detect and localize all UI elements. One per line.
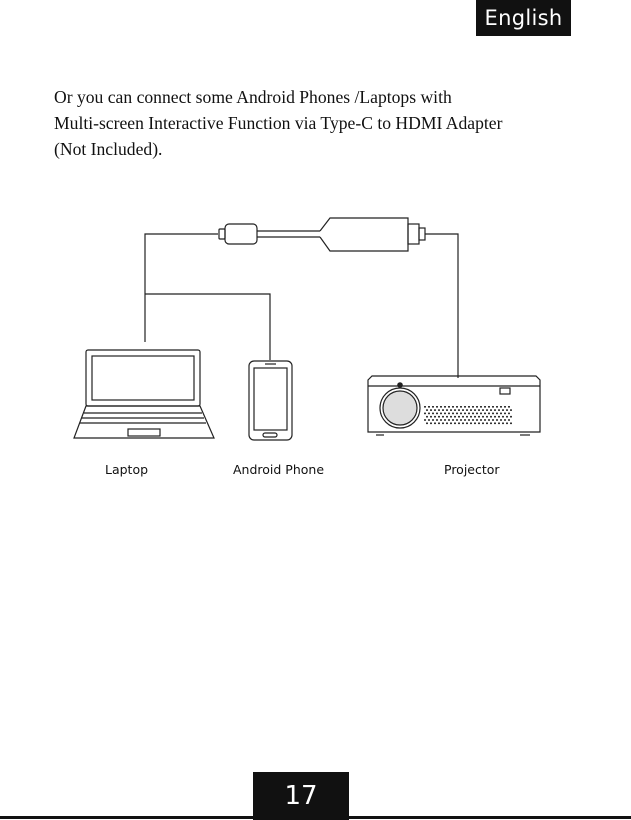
intro-line-3: (Not Included). (54, 139, 162, 159)
laptop-icon (74, 350, 214, 438)
intro-line-1: Or you can connect some Android Phones /… (54, 87, 452, 107)
page-number: 17 (253, 772, 349, 820)
laptop-label: Laptop (105, 462, 148, 477)
android-phone-label: Android Phone (233, 462, 324, 477)
projector-vent-grille (424, 406, 512, 424)
intro-line-2: Multi-screen Interactive Function via Ty… (54, 113, 502, 133)
intro-paragraph: Or you can connect some Android Phones /… (54, 84, 599, 162)
connection-diagram (0, 200, 631, 450)
type-c-hdmi-adapter-icon (219, 218, 425, 251)
projector-icon (368, 376, 540, 435)
language-badge: English (476, 0, 571, 36)
projector-label: Projector (444, 462, 500, 477)
android-phone-icon (249, 361, 292, 440)
bottom-rule (0, 816, 631, 819)
